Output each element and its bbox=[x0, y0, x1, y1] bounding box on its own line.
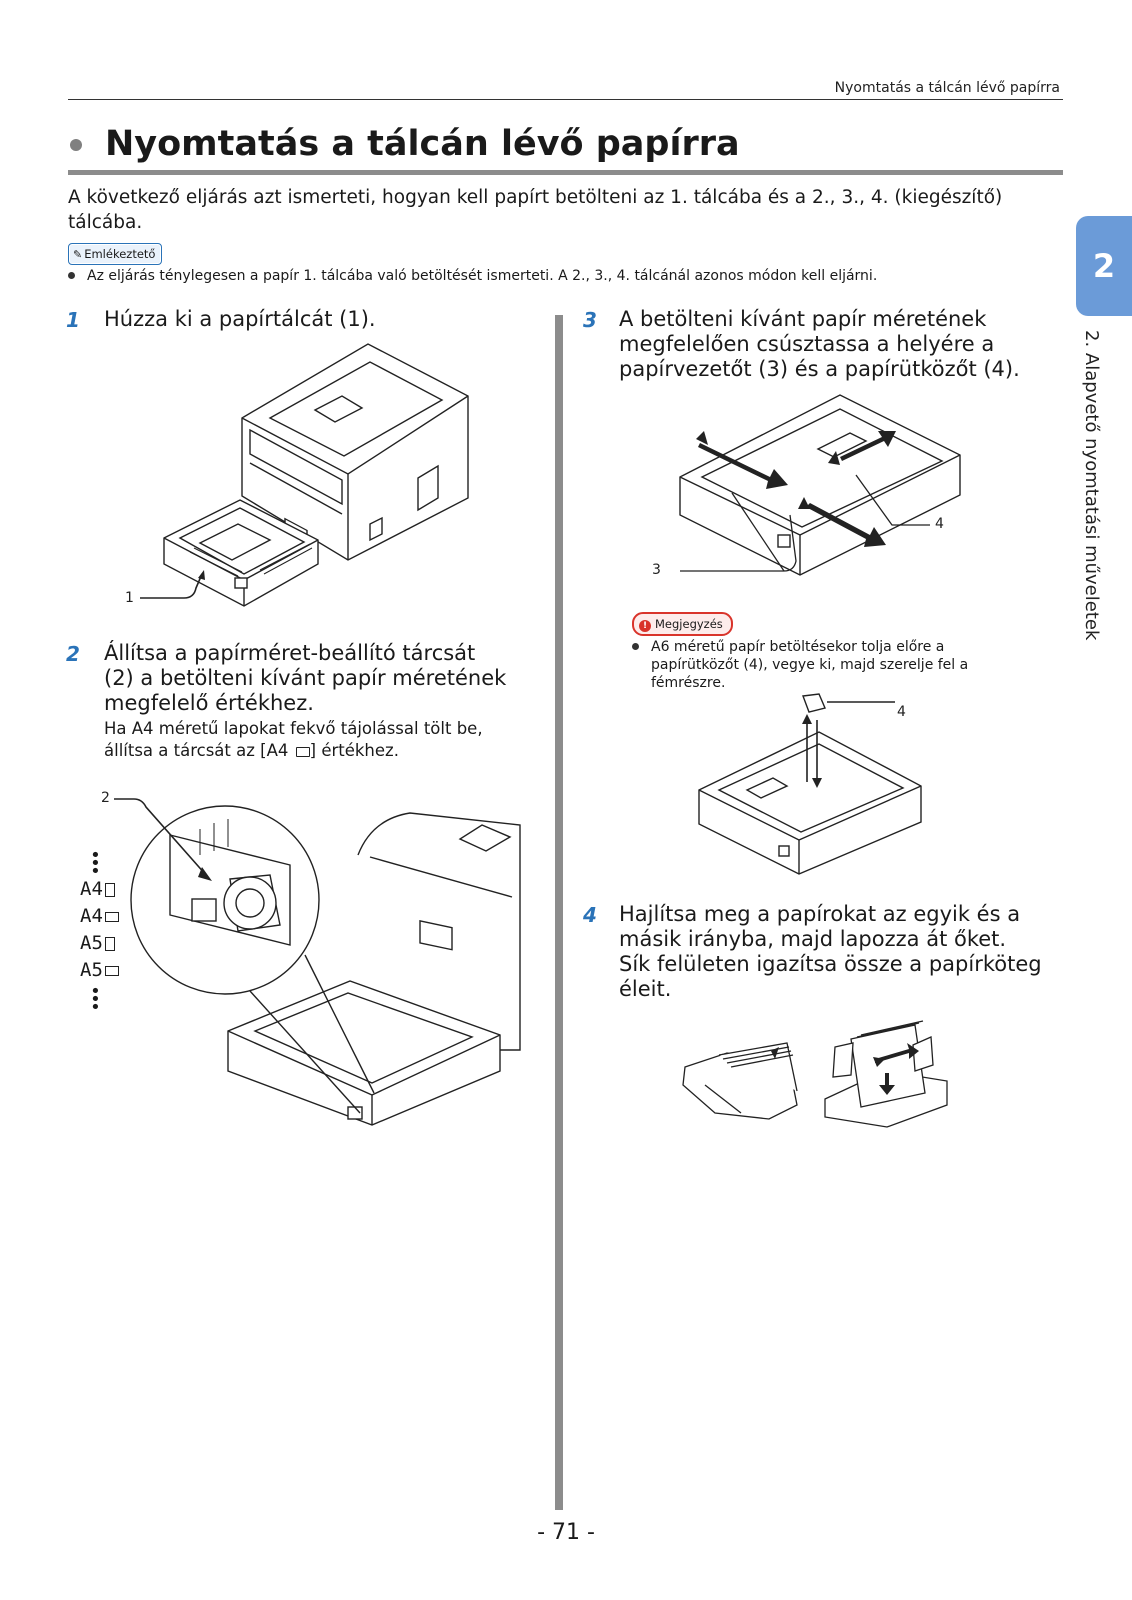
exclamation-icon: ! bbox=[639, 620, 651, 632]
step-2-sub-line-1: Ha A4 méretű lapokat fekvő tájolással tö… bbox=[104, 719, 483, 738]
step-4-line-3: Sík felületen igazítsa össze a papírköte… bbox=[619, 952, 1042, 976]
step-3-number: 3 bbox=[583, 308, 597, 332]
page-title: Nyomtatás a tálcán lévő papírra bbox=[105, 124, 740, 164]
title-bullet-icon bbox=[70, 139, 82, 151]
callout-1: 1 bbox=[125, 590, 134, 606]
dial-label: A5 bbox=[80, 932, 103, 954]
vertical-dots-icon: ••• bbox=[90, 981, 101, 1018]
step-2-line-2: (2) a betölteni kívánt papír méretének bbox=[104, 666, 507, 690]
step-2-sub-line-2b: ] értékhez. bbox=[309, 741, 399, 760]
step-3-line-2: megfelelően csúsztassa a helyére a bbox=[619, 332, 995, 356]
chapter-tab[interactable]: 2 bbox=[1076, 216, 1132, 316]
header-rule bbox=[68, 99, 1063, 100]
step-4-line-1: Hajlítsa meg a papírokat az egyik és a bbox=[619, 902, 1021, 926]
step-3-line-3: papírvezetőt (3) és a papírütközőt (4). bbox=[619, 357, 1020, 381]
paper-stopper-removal-illustration bbox=[698, 693, 922, 875]
running-header: Nyomtatás a tálcán lévő papírra bbox=[834, 80, 1060, 96]
intro-paragraph: A következő eljárás azt ismerteti, hogya… bbox=[68, 187, 1003, 233]
step-1-number: 1 bbox=[66, 308, 80, 332]
note-line-3: fémrészre. bbox=[651, 675, 726, 691]
step-2-text: Állítsa a papírméret-beállító tárcsát (2… bbox=[104, 641, 506, 716]
bullet-icon bbox=[632, 642, 639, 650]
dial-label: A4 bbox=[80, 878, 103, 900]
dial-closeup-illustration bbox=[114, 798, 521, 1126]
memo-text: Az eljárás ténylegesen a papír 1. tálcáb… bbox=[68, 268, 877, 284]
step-2-line-1: Állítsa a papírméret-beállító tárcsát bbox=[104, 641, 476, 665]
step-1-text: Húzza ki a papírtálcát (1). bbox=[104, 307, 376, 331]
landscape-page-icon bbox=[104, 965, 119, 976]
note-badge: ! Megjegyzés bbox=[632, 612, 733, 636]
step-4-text: Hajlítsa meg a papírokat az egyik és a m… bbox=[619, 902, 1042, 1002]
portrait-page-icon bbox=[104, 882, 115, 897]
vertical-dots-icon: ••• bbox=[90, 845, 101, 882]
title-rule bbox=[68, 170, 1063, 175]
step-2-sub-line-2: állítsa a tárcsát az [A4 ] értékhez. bbox=[104, 740, 483, 762]
landscape-page-icon bbox=[295, 746, 310, 757]
note-line-2: papírütközőt (4), vegye ki, majd szerelj… bbox=[651, 657, 969, 673]
column-divider bbox=[555, 315, 563, 1510]
step-2-number: 2 bbox=[66, 642, 80, 666]
pencil-icon: ✎ bbox=[73, 248, 83, 261]
step-4-line-2: másik irányba, majd lapozza át őket. bbox=[619, 927, 1007, 951]
page-number: - 71 - bbox=[537, 1520, 595, 1545]
dial-item-a5-landscape: A5 bbox=[80, 957, 119, 984]
step-2-line-3: megfelelő értékhez. bbox=[104, 691, 314, 715]
note-text: A6 méretű papír betöltésekor tolja előre… bbox=[632, 638, 1012, 692]
dial-item-a5-portrait: A5 bbox=[80, 930, 119, 957]
note-line-1-text: A6 méretű papír betöltésekor tolja előre… bbox=[651, 639, 945, 655]
portrait-page-icon bbox=[104, 936, 115, 951]
step-3-line-1: A betölteni kívánt papír méretének bbox=[619, 307, 987, 331]
callout-3: 3 bbox=[652, 562, 661, 578]
step-3-text: A betölteni kívánt papír méretének megfe… bbox=[619, 307, 1020, 382]
dial-item-a4-landscape: A4 bbox=[80, 903, 119, 930]
callout-4: 4 bbox=[935, 516, 944, 532]
paper-guide-illustration bbox=[679, 394, 961, 576]
printer-tray-pulled-illustration bbox=[163, 343, 469, 607]
fanning-paper-illustration bbox=[682, 1020, 948, 1128]
step-2-subtext: Ha A4 méretű lapokat fekvő tájolással tö… bbox=[104, 718, 483, 762]
callout-2: 2 bbox=[101, 790, 110, 806]
dial-label: A4 bbox=[80, 905, 103, 927]
callout-1-leader bbox=[140, 570, 205, 599]
memo-badge: ✎Emlékeztető bbox=[68, 243, 163, 265]
memo-text-content: Az eljárás ténylegesen a papír 1. tálcáb… bbox=[87, 268, 878, 284]
step-2-sub-line-2a: állítsa a tárcsát az [A4 bbox=[104, 741, 289, 760]
landscape-page-icon bbox=[104, 911, 119, 922]
step-4-line-4: éleit. bbox=[619, 977, 672, 1001]
note-line-1: A6 méretű papír betöltésekor tolja előre… bbox=[632, 638, 1012, 656]
dial-item-a4-portrait: A4 bbox=[80, 876, 119, 903]
memo-badge-label: Emlékeztető bbox=[84, 247, 156, 261]
note-badge-label: Megjegyzés bbox=[655, 617, 723, 631]
chapter-title-vertical: 2. Alapvető nyomtatási műveletek bbox=[1081, 330, 1102, 641]
dial-size-list: ••• A4 A4 A5 A5 ••• bbox=[80, 845, 119, 1018]
bullet-icon bbox=[68, 271, 75, 279]
callout-4-second: 4 bbox=[897, 704, 906, 720]
dial-label: A5 bbox=[80, 959, 103, 981]
step-4-number: 4 bbox=[583, 903, 597, 927]
